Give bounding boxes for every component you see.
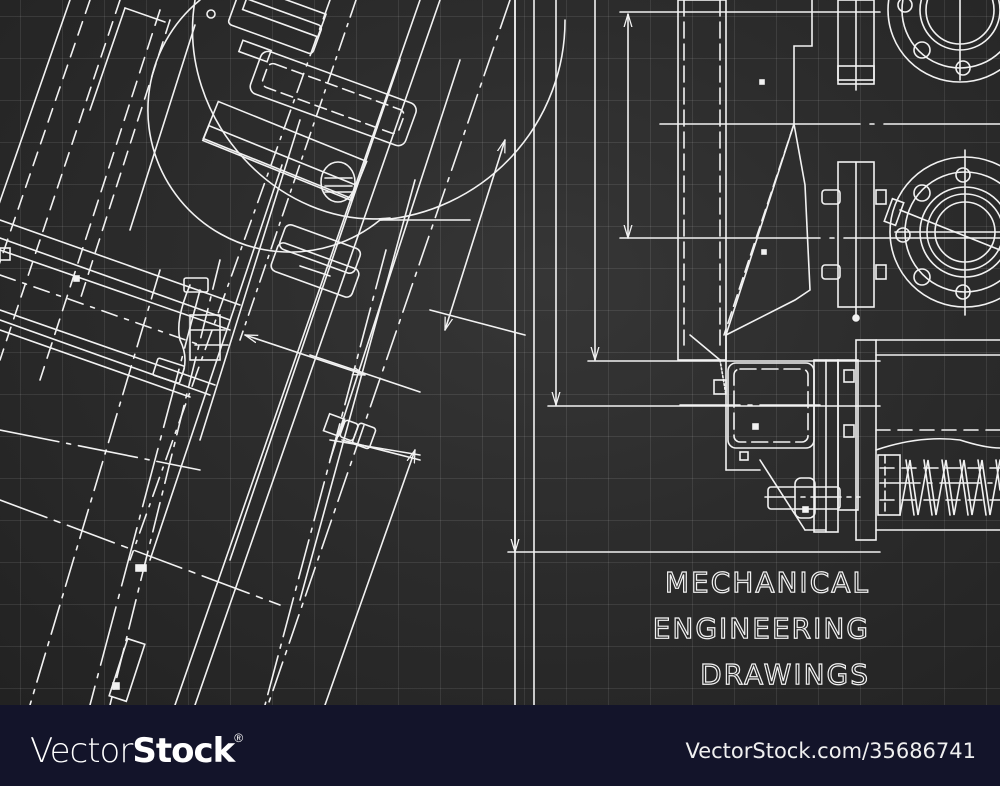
brand-light: Vector: [30, 731, 133, 771]
title-line-mechanical: MECHANICAL: [664, 565, 870, 599]
registered-mark: ®: [234, 731, 243, 745]
blueprint-canvas: MECHANICAL ENGINEERING DRAWINGS: [0, 0, 1000, 705]
right-assembly: [507, 0, 1000, 553]
vectorstock-logo: VectorStock®: [30, 729, 243, 771]
spring: [875, 429, 1000, 516]
grid-background: [0, 0, 1000, 705]
left-assembly: [0, 0, 566, 705]
stock-image-id: VectorStock.com/35686741: [685, 739, 976, 763]
brand-bold: Stock: [132, 731, 235, 771]
watermark-footer: VectorStock® VectorStock.com/35686741: [0, 705, 1000, 786]
title-line-drawings: DRAWINGS: [700, 657, 870, 691]
drawing-title-block: MECHANICAL ENGINEERING DRAWINGS: [652, 560, 870, 698]
mechanical-drawing: [0, 0, 1000, 705]
title-line-engineering: ENGINEERING: [652, 611, 870, 645]
